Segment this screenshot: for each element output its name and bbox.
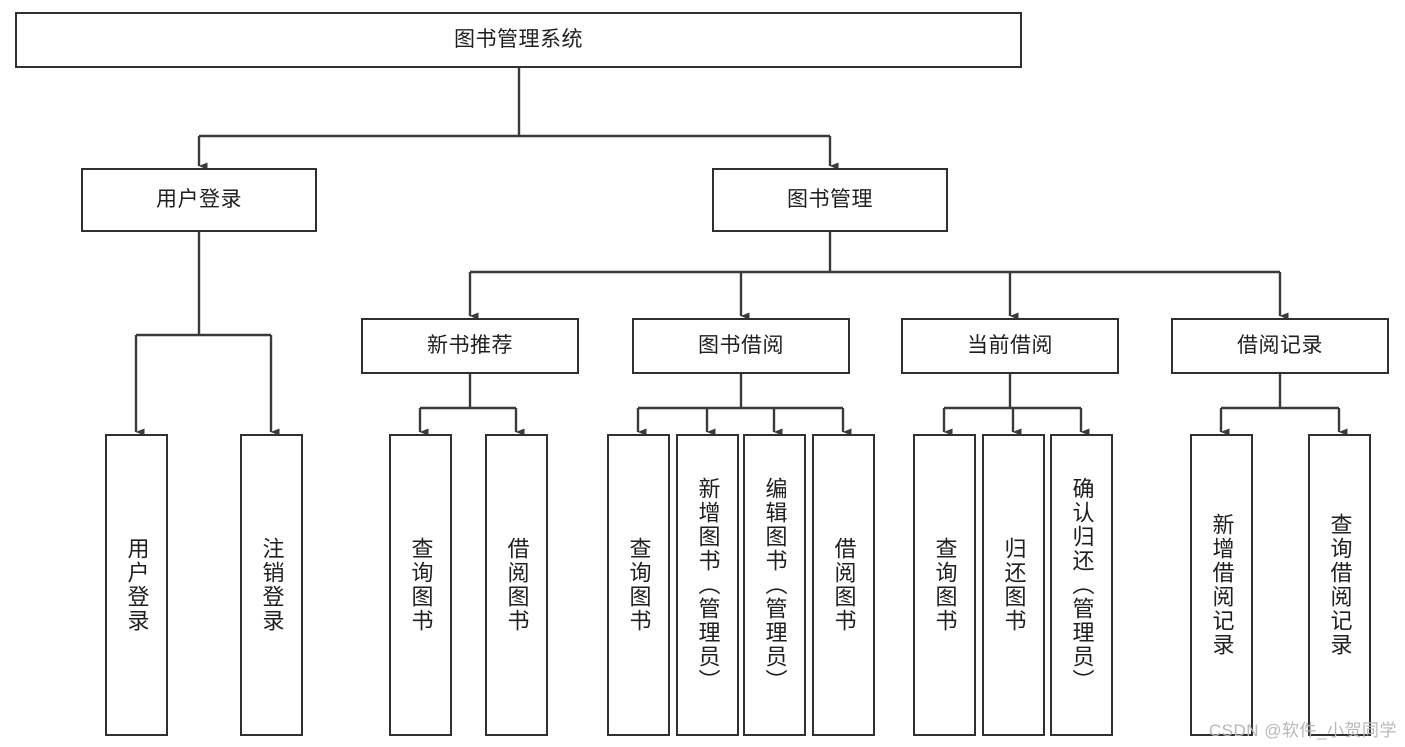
node-leaf-query-book-current[interactable]: 查询图书 bbox=[913, 434, 976, 736]
csdn-watermark: CSDN @软件_小贺同学 bbox=[1208, 721, 1397, 740]
node-label: 查询图书 bbox=[932, 537, 958, 633]
node-leaf-query-book-borrow[interactable]: 查询图书 bbox=[607, 434, 670, 736]
node-label: 借阅记录 bbox=[1237, 333, 1323, 357]
node-label: 用户登录 bbox=[124, 537, 150, 633]
node-label: 图书借阅 bbox=[698, 333, 784, 357]
node-label: 查询图书 bbox=[408, 537, 434, 633]
node-label: 归还图书 bbox=[1001, 537, 1027, 633]
node-label: 图书管理 bbox=[787, 187, 873, 211]
node-leaf-user-logout[interactable]: 注销登录 bbox=[240, 434, 303, 736]
node-book-borrow[interactable]: 图书借阅 bbox=[632, 318, 850, 374]
node-leaf-user-login[interactable]: 用户登录 bbox=[105, 434, 168, 736]
node-leaf-add-borrow-record[interactable]: 新增借阅记录 bbox=[1190, 434, 1253, 736]
node-label: 确认归还（管理员） bbox=[1069, 477, 1095, 693]
node-book-manage[interactable]: 图书管理 bbox=[712, 168, 948, 232]
node-leaf-query-book-rec[interactable]: 查询图书 bbox=[389, 434, 452, 736]
node-label: 新增图书（管理员） bbox=[695, 477, 721, 693]
node-leaf-borrow-book[interactable]: 借阅图书 bbox=[812, 434, 875, 736]
node-leaf-confirm-return-admin[interactable]: 确认归还（管理员） bbox=[1050, 434, 1113, 736]
node-label: 借阅图书 bbox=[504, 537, 530, 633]
connector-paths bbox=[134, 68, 1348, 436]
node-label: 新增借阅记录 bbox=[1209, 513, 1235, 657]
node-label: 查询图书 bbox=[626, 537, 652, 633]
node-label: 借阅图书 bbox=[831, 537, 857, 633]
node-leaf-borrow-book-rec[interactable]: 借阅图书 bbox=[485, 434, 548, 736]
node-leaf-query-borrow-record[interactable]: 查询借阅记录 bbox=[1308, 434, 1371, 736]
node-root[interactable]: 图书管理系统 bbox=[15, 12, 1022, 68]
node-leaf-return-book[interactable]: 归还图书 bbox=[982, 434, 1045, 736]
node-label: 新书推荐 bbox=[427, 333, 513, 357]
node-leaf-edit-book-admin[interactable]: 编辑图书（管理员） bbox=[743, 434, 806, 736]
node-label: 注销登录 bbox=[259, 537, 285, 633]
node-new-book-rec[interactable]: 新书推荐 bbox=[361, 318, 579, 374]
node-leaf-add-book-admin[interactable]: 新增图书（管理员） bbox=[676, 434, 739, 736]
node-borrow-record[interactable]: 借阅记录 bbox=[1171, 318, 1389, 374]
node-label: 编辑图书（管理员） bbox=[762, 477, 788, 693]
node-label: 当前借阅 bbox=[967, 333, 1053, 357]
node-label: 图书管理系统 bbox=[454, 27, 583, 51]
node-user-login[interactable]: 用户登录 bbox=[81, 168, 317, 232]
node-label: 用户登录 bbox=[156, 187, 242, 211]
node-current-borrow[interactable]: 当前借阅 bbox=[901, 318, 1119, 374]
node-label: 查询借阅记录 bbox=[1327, 513, 1353, 657]
